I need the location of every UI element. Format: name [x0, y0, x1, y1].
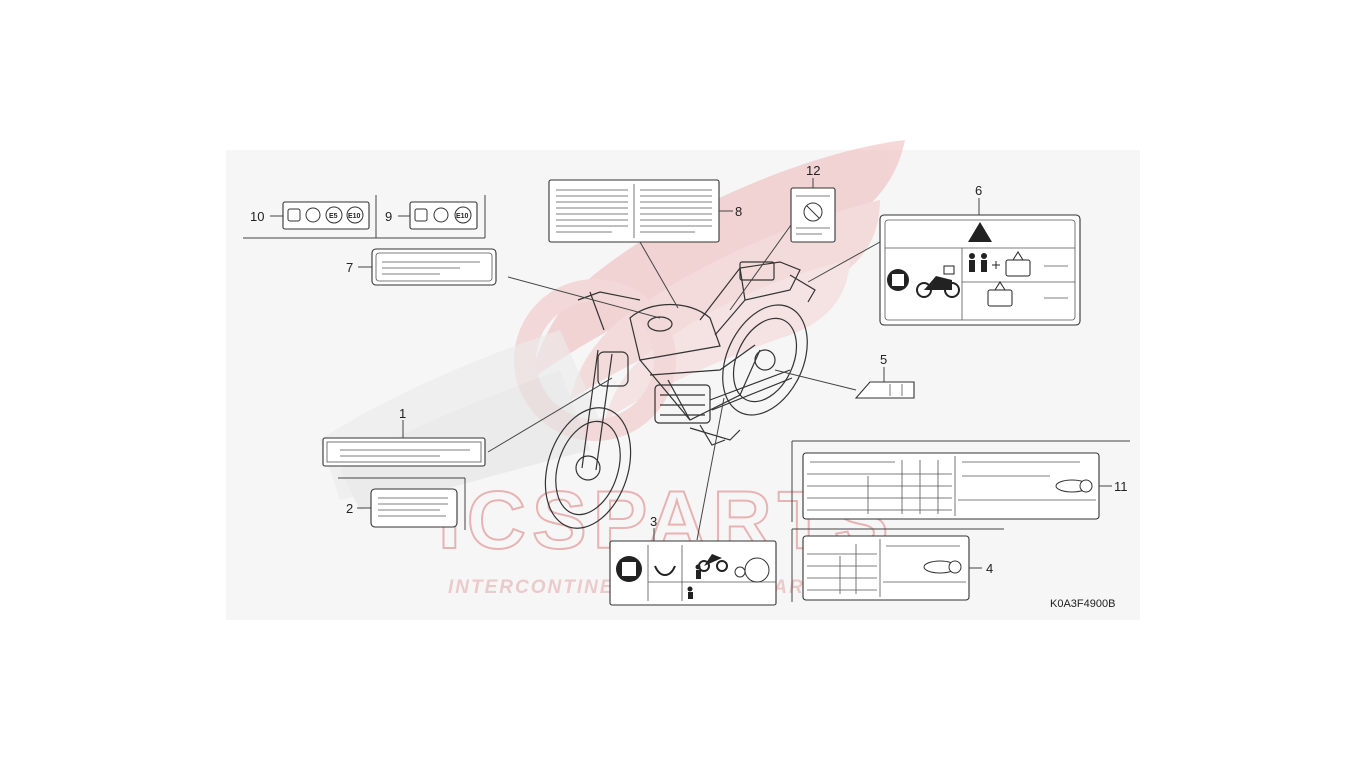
callout-5: 5	[880, 352, 887, 367]
label-12	[729, 178, 836, 311]
fuel-e10-text: E10	[348, 213, 361, 220]
label-7	[358, 248, 661, 319]
callout-2: 2	[346, 501, 353, 516]
label-3-chain-tire	[609, 397, 777, 606]
callout-11: 11	[1114, 479, 1128, 494]
motorcycle-illustration	[544, 261, 816, 529]
label-10-fuel-e5-e10: E5 E10	[243, 195, 377, 239]
drawing-code: K0A3F4900B	[1050, 598, 1115, 610]
label-6-load-warning	[807, 198, 1081, 326]
callout-8: 8	[735, 204, 742, 219]
callout-12: 12	[806, 163, 820, 178]
callout-7: 7	[346, 260, 353, 275]
label-5	[774, 367, 915, 399]
label-4-chain-info	[791, 528, 1004, 602]
callout-1: 1	[399, 406, 406, 421]
callout-6: 6	[975, 183, 982, 198]
callout-4: 4	[986, 561, 993, 576]
label-9-fuel-e10: E10	[376, 195, 486, 239]
fuel-e5-text: E5	[329, 213, 338, 220]
callout-10: 10	[250, 209, 264, 224]
label-1	[322, 377, 613, 467]
label-8	[548, 179, 733, 309]
fuel-e10-text-9: E10	[456, 213, 469, 220]
callout-9: 9	[385, 209, 392, 224]
label-2	[338, 477, 466, 530]
callout-3: 3	[650, 514, 657, 529]
label-11-chain-info	[791, 440, 1130, 522]
